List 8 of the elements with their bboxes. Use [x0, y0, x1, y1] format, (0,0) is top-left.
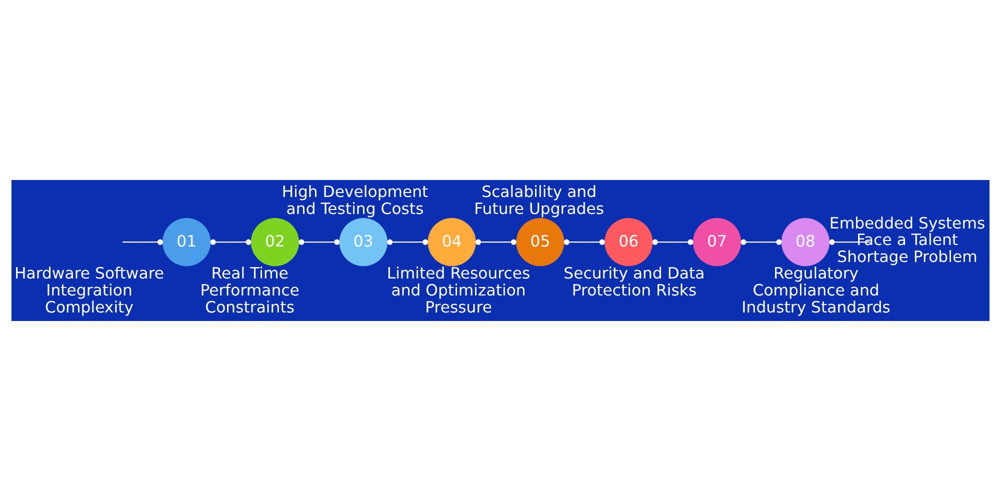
node-label: Regulatory Compliance and Industry Standards	[741, 263, 890, 316]
node-label: Embedded Systems Face a Talent Shortage Problem	[828, 212, 985, 266]
node-label: Hardware Software Integration Complexity	[14, 263, 164, 316]
node-label: High Development and Testing Costs	[281, 182, 428, 218]
node-label: Scalability and Future Upgrades	[474, 182, 604, 218]
node-label: Security and Data Protection Risks	[563, 263, 704, 299]
node-label: Limited Resources and Optimization Pressure	[386, 263, 530, 316]
node-label: Real Time Performance Constraints	[200, 263, 299, 316]
